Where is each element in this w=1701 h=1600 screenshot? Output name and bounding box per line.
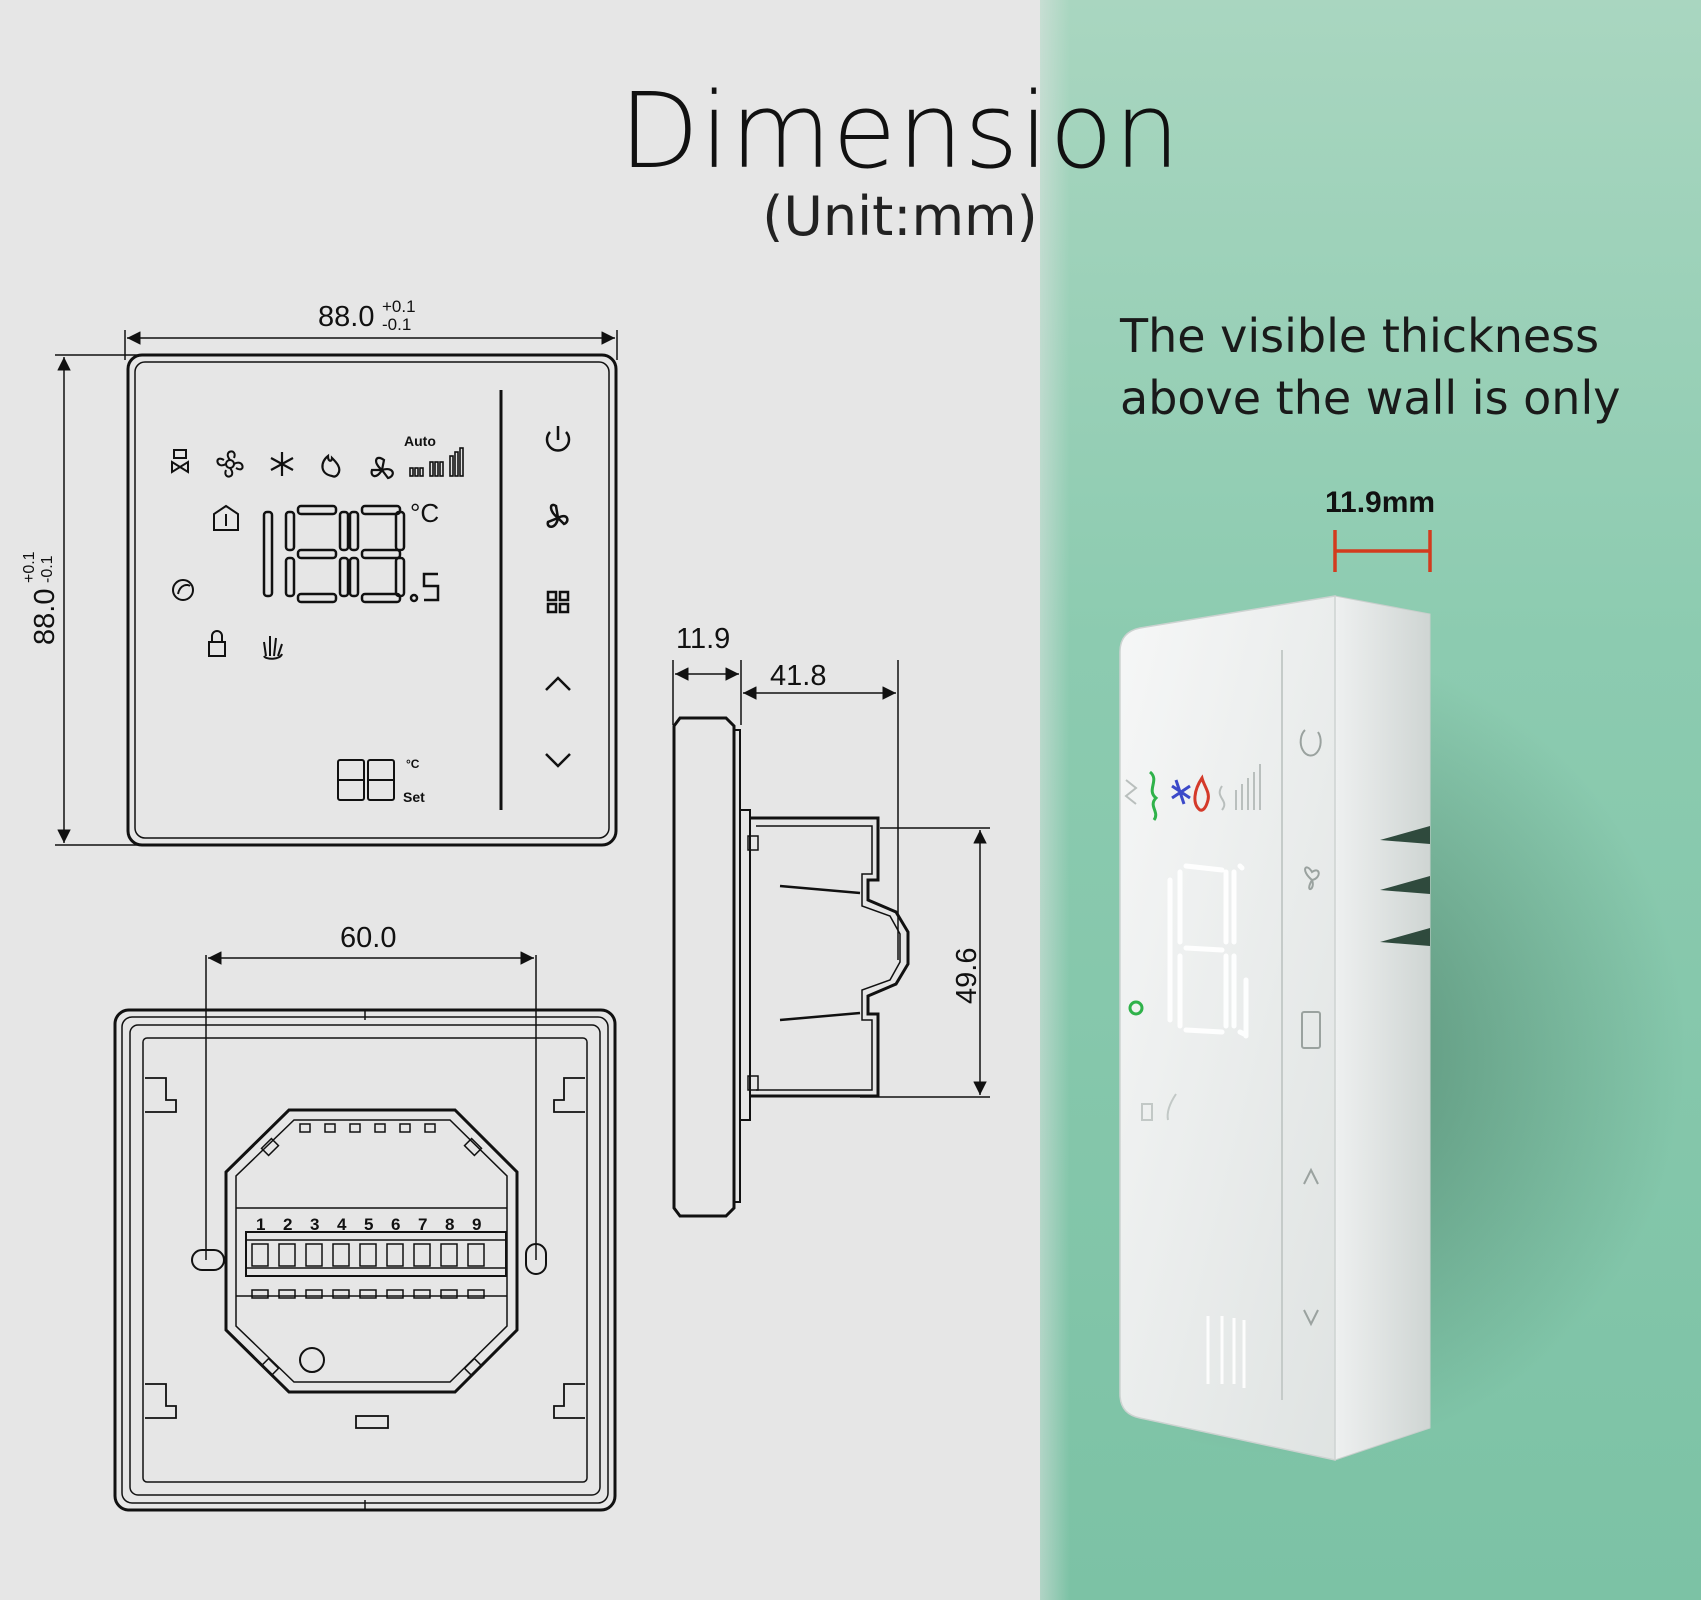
terminal-number: 4 (337, 1215, 347, 1234)
fan-status-icon (370, 456, 394, 480)
terminal-number: 6 (391, 1215, 400, 1234)
side-box-height-label: 49.6 (951, 948, 983, 1004)
set-display (337, 759, 395, 801)
power-icon (545, 426, 571, 452)
front-width-tol-minus: -0.1 (382, 315, 411, 334)
eco-icon (172, 579, 194, 601)
display-unit: °C (410, 498, 439, 528)
thickness-note-line1: The visible thickness (1120, 309, 1600, 363)
side-view (672, 660, 990, 1218)
terminal-number: 1 (256, 1215, 265, 1234)
device-ventilation-icon (1148, 770, 1159, 821)
device-flame-icon (1193, 774, 1210, 812)
device-eco-icon (1128, 1000, 1144, 1016)
valve-icon (171, 449, 189, 474)
set-label: Set (403, 789, 425, 805)
fan-speed-bars (409, 447, 464, 477)
side-front-depth-label: 11.9 (676, 623, 730, 655)
terminal-number: 3 (310, 1215, 319, 1234)
front-width-tol-plus: +0.1 (382, 297, 416, 316)
thickness-note: The visible thickness above the wall is … (1120, 305, 1680, 429)
terminal-numbers: 1 2 3 4 5 6 7 8 9 (256, 1215, 481, 1234)
page-subtitle: (Unit:mm) (762, 185, 1038, 248)
terminal-number: 9 (472, 1215, 481, 1234)
home-temp-icon (213, 504, 239, 531)
terminal-number: 5 (364, 1215, 373, 1234)
mode-grid-icon (546, 590, 570, 614)
device-snowflake-icon (1171, 779, 1191, 805)
back-view (113, 951, 617, 1512)
front-height-label: 88.0 (29, 589, 61, 645)
snowflake-icon (270, 452, 294, 476)
thickness-marker (1333, 530, 1432, 572)
flame-icon (321, 453, 341, 478)
auto-label: Auto (404, 433, 436, 449)
up-arrow-icon (545, 676, 571, 691)
thermostat-device (1119, 595, 1431, 1461)
front-view (55, 330, 618, 847)
down-arrow-icon (545, 753, 571, 768)
ventilation-icon (216, 450, 244, 478)
terminal-number: 8 (445, 1215, 454, 1234)
thickness-note-line2: above the wall is only (1120, 371, 1621, 425)
fan-button-icon (546, 503, 569, 528)
set-unit: °C (406, 757, 420, 771)
wall-fade (1010, 0, 1070, 1600)
terminal-number: 2 (283, 1215, 292, 1234)
main-display (262, 504, 440, 604)
thickness-badge: 11.9mm (1325, 486, 1436, 519)
front-height-dimension: 88.0 +0.1 -0.1 (21, 551, 61, 645)
front-width-label: 88.0 (318, 301, 374, 333)
terminal-number: 7 (418, 1215, 427, 1234)
front-height-tol-minus: -0.1 (39, 555, 56, 583)
front-height-tol-plus: +0.1 (21, 551, 38, 583)
page-title: Dimension (619, 70, 1181, 192)
side-back-depth-label: 41.8 (770, 660, 826, 692)
lock-icon (208, 630, 226, 657)
back-hole-spacing-label: 60.0 (340, 922, 396, 954)
hand-icon (263, 636, 283, 660)
